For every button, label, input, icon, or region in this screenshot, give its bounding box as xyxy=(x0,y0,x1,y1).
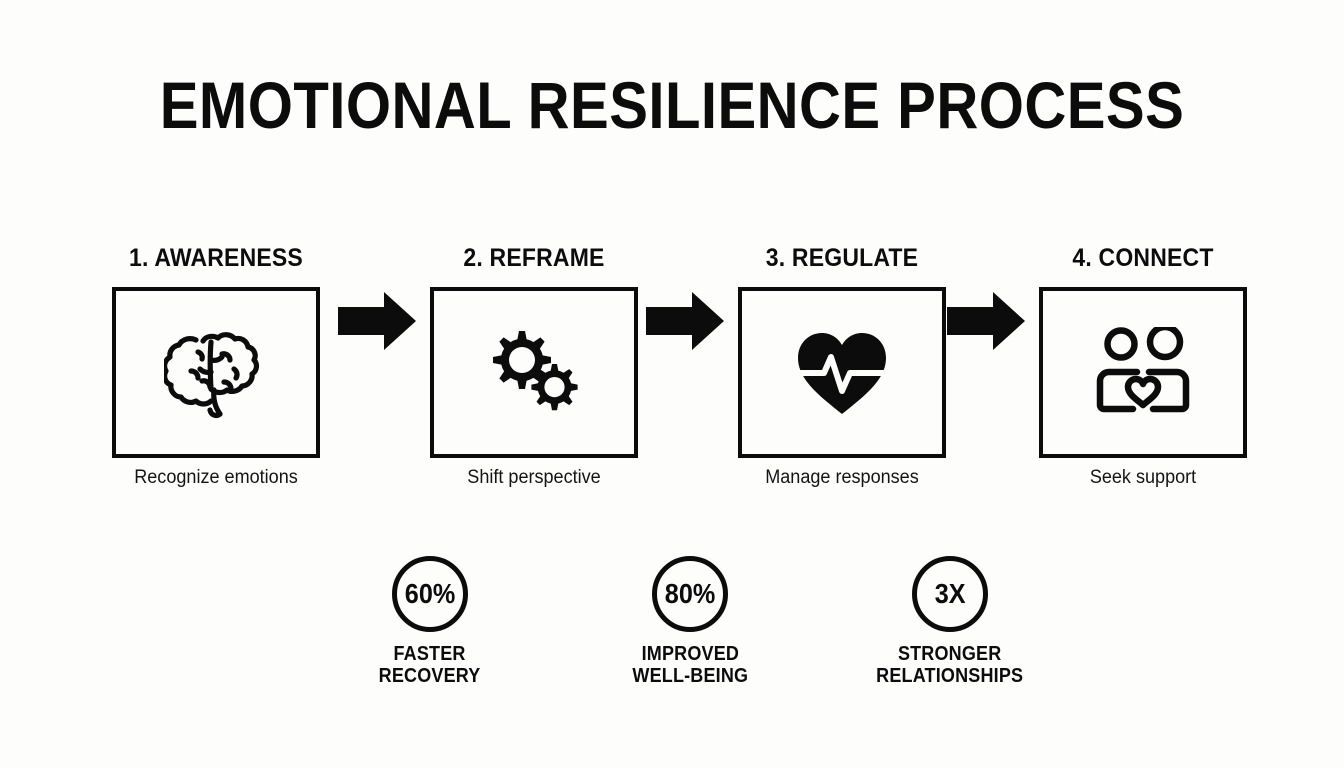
step-caption: Seek support xyxy=(1089,467,1197,488)
stat-value: 80% xyxy=(664,578,716,609)
stat-improved-wellbeing: 80% IMPROVED WELL-BEING xyxy=(605,556,775,688)
step-caption: Recognize emotions xyxy=(134,467,298,488)
stat-circle: 60% xyxy=(392,556,468,632)
step-caption: Shift perspective xyxy=(467,467,601,488)
process-step-regulate: 3. REGULATE Manage responses xyxy=(738,246,946,487)
step-icon-box xyxy=(738,287,946,458)
process-step-awareness: 1. AWARENESS xyxy=(112,246,320,487)
step-caption: Manage responses xyxy=(765,467,919,488)
step-label: 3. REGULATE xyxy=(765,244,919,272)
stat-value: 3X xyxy=(934,578,966,609)
step-label: 1. AWARENESS xyxy=(129,244,303,272)
step-icon-box xyxy=(112,287,320,458)
stat-label: FASTER RECOVERY xyxy=(379,643,481,688)
stat-label: STRONGER RELATIONSHIPS xyxy=(876,643,1024,688)
step-icon-box xyxy=(1039,287,1247,458)
process-step-reframe: 2. REFRAME Shift perspective xyxy=(430,246,638,487)
step-label: 2. REFRAME xyxy=(463,244,605,272)
stats-row: 60% FASTER RECOVERY 80% IMPROVED WELL-BE… xyxy=(0,556,1344,688)
process-step-connect: 4. CONNECT Seek support xyxy=(1039,246,1247,487)
heart-pulse-icon xyxy=(794,329,890,417)
process-flow: 1. AWARENESS xyxy=(112,246,1247,496)
step-label: 4. CONNECT xyxy=(1072,244,1214,272)
stat-label: IMPROVED WELL-BEING xyxy=(632,643,748,688)
right-arrow-icon xyxy=(338,292,416,350)
stat-value: 60% xyxy=(404,578,456,609)
stat-faster-recovery: 60% FASTER RECOVERY xyxy=(345,556,515,688)
two-people-heart-hands-icon xyxy=(1087,326,1199,419)
stat-stronger-relationships: 3X STRONGER RELATIONSHIPS xyxy=(865,556,1035,688)
right-arrow-icon xyxy=(947,292,1025,350)
right-arrow-icon xyxy=(646,292,724,350)
step-icon-box xyxy=(430,287,638,458)
page-title: EMOTIONAL RESILIENCE PROCESS xyxy=(159,68,1185,142)
stat-circle: 80% xyxy=(652,556,728,632)
brain-icon xyxy=(164,324,268,422)
stat-circle: 3X xyxy=(912,556,988,632)
gears-icon xyxy=(484,327,584,419)
